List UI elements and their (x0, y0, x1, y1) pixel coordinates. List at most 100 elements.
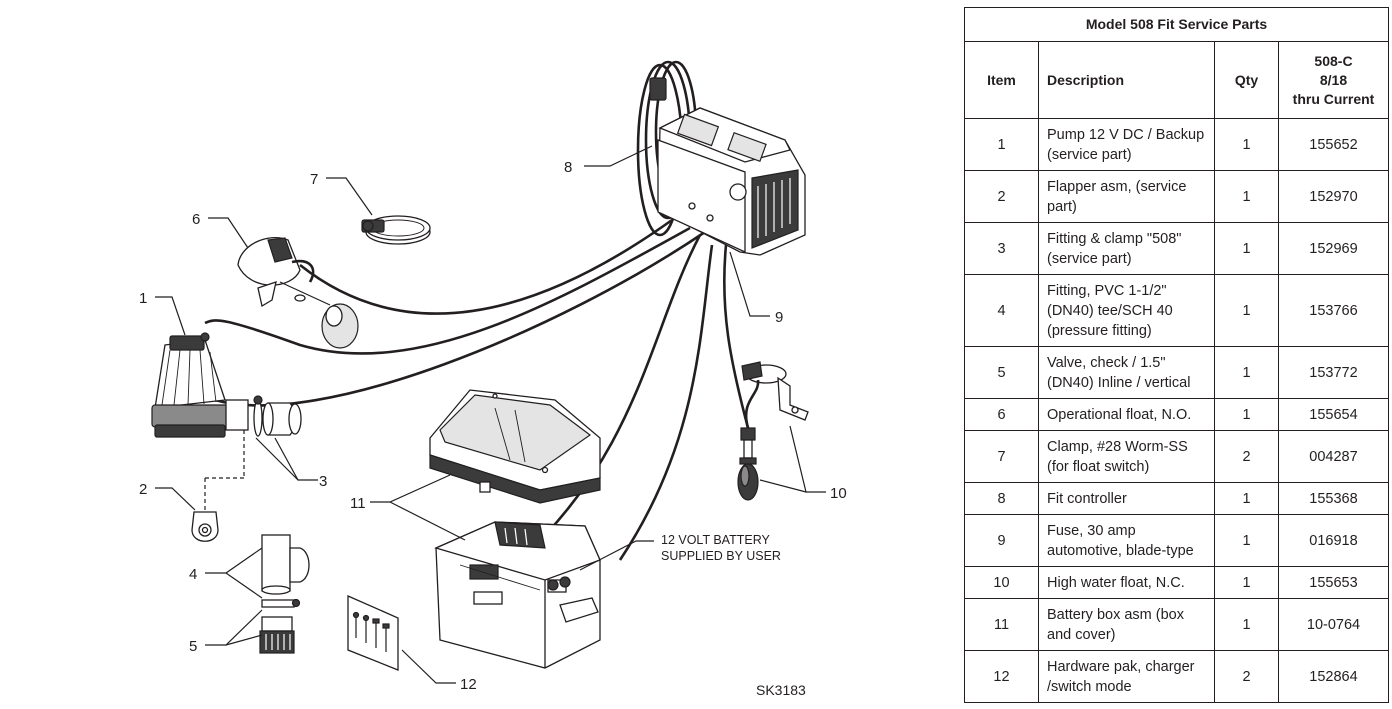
description-line-2: (DN40) Inline / vertical (1047, 374, 1191, 391)
table-row: 5 Valve, check / 1.5" (DN40) Inline / vert… (964, 346, 1389, 399)
header-part-number: 508-C 8/18 thru Current (1278, 41, 1389, 119)
description-cell: Clamp, #28 Worm-SS(for float switch) (1038, 430, 1215, 483)
description-line-2: and cover) (1047, 626, 1116, 643)
description-line-2: (service part) (1047, 146, 1132, 163)
description-line-1: Pump 12 V DC / Backup (1047, 126, 1205, 143)
hardware-pak-drawing (347, 595, 399, 671)
quantity-cell: 1 (1214, 514, 1279, 567)
description-cell: Valve, check / 1.5" (DN40) Inline / verti… (1038, 346, 1215, 399)
description-cell: High water float, N.C. (1038, 566, 1215, 599)
callout-5: 5 (189, 638, 197, 655)
part-number-cell: 155654 (1278, 398, 1389, 431)
callout-7: 7 (310, 171, 318, 188)
battery-box-drawing (434, 521, 601, 669)
item-number-cell: 5 (964, 346, 1039, 399)
item-number-cell: 9 (964, 514, 1039, 567)
part-number-cell: 004287 (1278, 430, 1389, 483)
description-line-1: Clamp, #28 Worm-SS (1047, 438, 1188, 455)
callout-labels: 1 2 3 4 5 6 7 8 9 10 11 12 (139, 159, 847, 693)
description-line-2: /switch mode (1047, 678, 1132, 695)
quantity-cell: 1 (1214, 598, 1279, 651)
operational-float-drawing (237, 236, 359, 349)
quantity-cell: 1 (1214, 566, 1279, 599)
backup-pump-drawing (151, 332, 249, 438)
part-number-cell: 155652 (1278, 118, 1389, 171)
item-number-cell: 3 (964, 222, 1039, 275)
part-number-cell: 153772 (1278, 346, 1389, 399)
callout-1: 1 (139, 290, 147, 307)
exploded-parts-diagram: 1 2 3 4 5 6 7 8 9 10 11 12 12 VOLT BATTE… (139, 60, 847, 698)
header-item: Item (964, 41, 1039, 119)
item-number-cell: 1 (964, 118, 1039, 171)
description-line-2: (service part) (1047, 250, 1132, 267)
leader-lines (155, 145, 826, 684)
description-line-3: (pressure fitting) (1047, 322, 1152, 339)
description-line-1: Battery box asm (box (1047, 606, 1184, 623)
pvc-tee-drawing (261, 534, 310, 595)
description-line-1: Fit controller (1047, 490, 1127, 507)
fit-controller-drawing (657, 107, 806, 256)
header-description: Description (1038, 41, 1215, 119)
service-parts-table: Model 508 Fit Service Parts Item Descrip… (964, 7, 1389, 703)
callout-9: 9 (775, 309, 783, 326)
description-cell: Operational float, N.O. (1038, 398, 1215, 431)
description-line-1: High water float, N.C. (1047, 574, 1185, 591)
quantity-cell: 1 (1214, 346, 1279, 399)
description-cell: Pump 12 V DC / Backup (service part) (1038, 118, 1215, 171)
part-number-cell: 155368 (1278, 482, 1389, 515)
item-number-cell: 12 (964, 650, 1039, 703)
description-cell: Fuse, 30 amp automotive, blade-type (1038, 514, 1215, 567)
worm-clamp-drawing (361, 215, 431, 245)
table-title: Model 508 Fit Service Parts (964, 7, 1389, 42)
header-part-line-1: 508-C (1314, 52, 1353, 69)
quantity-cell: 2 (1214, 650, 1279, 703)
header-part-line-2: 8/18 (1319, 71, 1348, 88)
item-number-cell: 2 (964, 170, 1039, 223)
description-cell: Hardware pak, charger/switch mode (1038, 650, 1215, 703)
description-line-1: Fuse, 30 amp (1047, 522, 1136, 539)
battery-note-line-1: 12 VOLT BATTERY (661, 533, 771, 547)
callout-6: 6 (192, 211, 200, 228)
item-number-cell: 6 (964, 398, 1039, 431)
quantity-cell: 1 (1214, 118, 1279, 171)
drawing-number: SK3183 (756, 682, 806, 698)
header-qty: Qty (1214, 41, 1279, 119)
item-number-cell: 4 (964, 274, 1039, 347)
high-water-float-drawing (737, 361, 809, 501)
callout-2: 2 (139, 481, 147, 498)
description-line-1: Flapper asm, (service (1047, 178, 1187, 195)
callout-3: 3 (319, 473, 327, 490)
part-number-cell: 152864 (1278, 650, 1389, 703)
fitting-and-clamp-drawing (253, 395, 302, 437)
battery-box-lid-drawing (429, 389, 601, 504)
description-line-2: automotive, blade-type (1047, 542, 1194, 559)
item-number-cell: 10 (964, 566, 1039, 599)
quantity-cell: 1 (1214, 170, 1279, 223)
description-cell: Battery box asm (box and cover) (1038, 598, 1215, 651)
description-cell: Fitting & clamp "508" (service part) (1038, 222, 1215, 275)
battery-note-line-2: SUPPLIED BY USER (661, 549, 781, 563)
quantity-cell: 1 (1214, 274, 1279, 347)
part-number-cell: 153766 (1278, 274, 1389, 347)
flapper-drawing (191, 430, 245, 542)
check-valve-drawing (259, 598, 301, 654)
description-line-1: Fitting, PVC 1-1/2" (1047, 282, 1167, 299)
quantity-cell: 1 (1214, 482, 1279, 515)
callout-12: 12 (460, 676, 477, 693)
description-cell: Fitting, PVC 1-1/2"(DN40) tee/SCH 40(pre… (1038, 274, 1215, 347)
item-number-cell: 11 (964, 598, 1039, 651)
quantity-cell: 1 (1214, 398, 1279, 431)
header-part-line-3: thru Current (1292, 90, 1375, 107)
description-line-1: Valve, check / 1.5" (1047, 354, 1166, 371)
item-number-cell: 7 (964, 430, 1039, 483)
part-number-cell: 155653 (1278, 566, 1389, 599)
description-line-1: Fitting & clamp "508" (1047, 230, 1182, 247)
